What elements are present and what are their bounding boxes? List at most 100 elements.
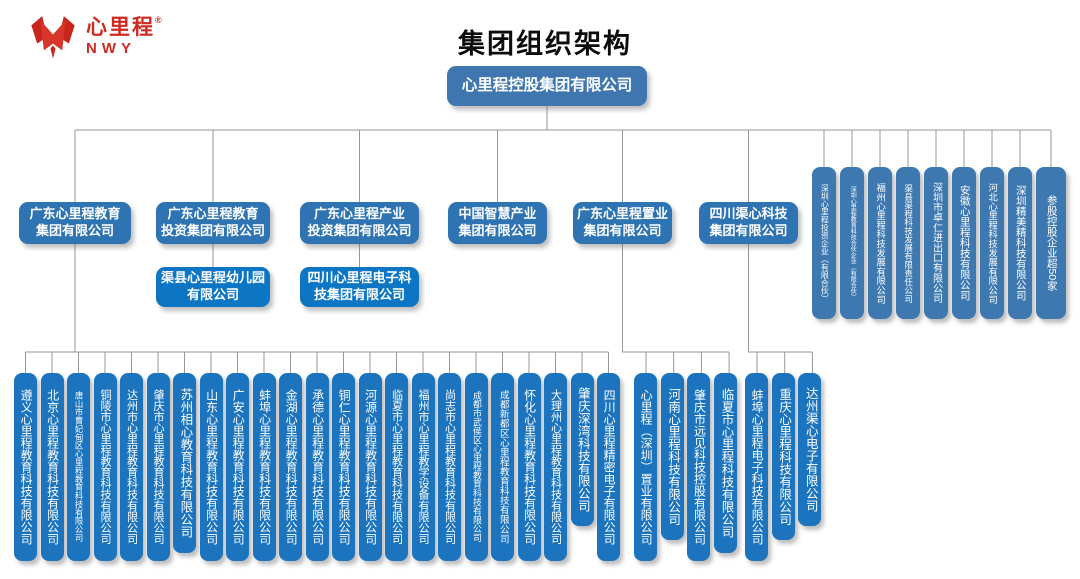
company-label: 怀化心里程教育科技有限公司 — [522, 389, 537, 545]
org-node-education-investment-group: 广东心里程教育 投资集团有限公司 — [156, 202, 270, 244]
company-box: 苏州相心教育科技有限公司 — [173, 373, 196, 553]
company-label: 深圳心里程教育科技合伙企业（有限合伙） — [849, 186, 856, 300]
org-node-label: 心里程控股集团有限公司 — [461, 77, 633, 95]
org-node-label: 渠县心里程幼儿园 有限公司 — [160, 270, 265, 302]
registered-mark: ® — [155, 15, 164, 26]
org-node-education-group: 广东心里程教育 集团有限公司 — [19, 202, 131, 244]
company-box: 临夏市心里程科技有限公司 — [714, 373, 738, 553]
company-label: 临夏市心里程科技有限公司 — [719, 388, 734, 538]
company-box: 渠县渠程科技发展有限责任公司 — [896, 167, 920, 319]
logo-brand: 心里程® — [86, 15, 164, 40]
logo-subbrand: NWY — [86, 39, 136, 57]
company-label: 广安心里程教育科技有限公司 — [231, 389, 246, 545]
org-node-real-estate-group: 广东心里程置业 集团有限公司 — [573, 202, 672, 244]
company-label: 成都新都区心里程教育科技有限公司 — [497, 390, 509, 544]
company-box: 河南心里程科技有限公司 — [660, 373, 684, 540]
company-box: 承德心里程教育科技有限公司 — [305, 373, 329, 561]
company-label: 参股控股企业超50家 — [1045, 195, 1058, 291]
company-box: 肇庆深湾科技有限公司 — [570, 373, 594, 526]
company-label: 遵义心里程教育科技有限公司 — [19, 389, 34, 545]
org-node-label: 广东心里程置业 集团有限公司 — [576, 206, 668, 238]
company-box: 怀化心里程教育科技有限公司 — [517, 373, 541, 561]
company-label: 达州市心里程教育科技有限公司 — [125, 389, 138, 545]
company-label: 金湖心里程教育科技有限公司 — [284, 389, 299, 545]
company-label: 福州市心里程教学设备有限公司 — [417, 389, 430, 545]
org-node-electronic-tech-group: 四川心里程电子科 技集团有限公司 — [300, 267, 419, 307]
holdings-count-box: 参股控股企业超50家 — [1036, 167, 1066, 319]
company-label: 大理州心里程教育科技有限公司 — [549, 389, 562, 545]
company-label: 承德心里程教育科技有限公司 — [310, 389, 325, 545]
company-label: 临夏市心里程教育科技有限公司 — [390, 389, 403, 545]
company-label: 心里程（深圳）置业有限公司 — [639, 389, 654, 545]
company-box: 北京心里程教育科技有限公司 — [40, 373, 64, 561]
company-box: 临夏市心里程教育科技有限公司 — [385, 373, 408, 561]
company-box: 达州渠心电子有限公司 — [798, 373, 822, 526]
page-title: 集团组织架构 — [458, 29, 632, 59]
org-node-label: 广东心里程教育 集团有限公司 — [29, 206, 121, 238]
nwy-logo-mark — [31, 16, 75, 59]
company-label: 深圳心里程投资企业（有限合伙） — [820, 183, 830, 303]
org-node-smart-industry-group: 中国智慧产业 集团有限公司 — [448, 202, 547, 244]
org-node-industry-investment-group: 广东心里程产业 投资集团有限公司 — [300, 202, 419, 244]
company-box: 深圳精美精科技有限公司 — [1008, 167, 1032, 319]
company-box: 达州市心里程教育科技有限公司 — [120, 373, 143, 561]
company-box: 深圳市卓仁进出口有限公司 — [924, 167, 948, 319]
company-label: 渠县渠程科技发展有限责任公司 — [903, 183, 914, 303]
company-box: 遵义心里程教育科技有限公司 — [14, 373, 37, 561]
company-box: 心里程（深圳）置业有限公司 — [634, 373, 657, 561]
company-box: 福州市心里程教学设备有限公司 — [411, 373, 435, 561]
org-node-label: 中国智慧产业 集团有限公司 — [458, 206, 537, 238]
company-label: 成都市武侯区心里程教育科技有限公司 — [471, 391, 482, 543]
company-box: 广安心里程教育科技有限公司 — [226, 373, 249, 561]
org-node-root: 心里程控股集团有限公司 — [447, 66, 647, 106]
logo-text: 心里程® NWY — [86, 16, 164, 57]
company-label: 福州心里程科技发展有限公司 — [875, 182, 886, 304]
company-box: 重庆心里程科技有限公司 — [771, 373, 795, 540]
company-label: 达州渠心电子有限公司 — [803, 387, 818, 512]
company-box: 成都新都区心里程教育科技有限公司 — [491, 373, 514, 561]
company-label: 肇庆深湾科技有限公司 — [575, 387, 590, 512]
company-label: 四川心里程精密电子有限公司 — [602, 389, 617, 545]
org-node-label: 广东心里程教育 投资集团有限公司 — [160, 206, 265, 238]
company-label: 山东心里程教育科技有限公司 — [204, 389, 219, 545]
company-box: 深圳心里程投资企业（有限合伙） — [812, 167, 836, 319]
company-box: 肇庆市心里程教育科技有限公司 — [146, 373, 170, 561]
company-box: 蚌埠心里程教育科技有限公司 — [252, 373, 276, 561]
company-label: 铜仁心里程教育科技有限公司 — [337, 389, 352, 545]
company-box: 山东心里程教育科技有限公司 — [199, 373, 223, 561]
company-label: 唐山市曹妃甸区心里程教育科技有限公司 — [74, 391, 85, 543]
company-label: 尚志市心里程教育科技有限公司 — [443, 389, 456, 545]
company-logo: 心里程® NWY — [28, 12, 164, 62]
company-box: 蚌埠心里程电子科技有限公司 — [745, 373, 768, 561]
company-label: 铜陵市心里程教育科技有限公司 — [99, 389, 112, 545]
company-label: 肇庆市心里程教育科技有限公司 — [152, 389, 165, 545]
org-node-kindergarten: 渠县心里程幼儿园 有限公司 — [156, 267, 270, 307]
company-label: 蚌埠心里程教育科技有限公司 — [257, 389, 272, 545]
company-box: 唐山市曹妃甸区心里程教育科技有限公司 — [67, 373, 90, 561]
company-label: 蚌埠心里程电子科技有限公司 — [750, 389, 765, 545]
company-label: 河源心里程教育科技有限公司 — [363, 389, 378, 545]
company-label: 河南心里程科技有限公司 — [666, 387, 681, 526]
company-label: 北京心里程教育科技有限公司 — [45, 389, 60, 545]
company-label: 肇庆市远见科技控股有限公司 — [692, 389, 707, 545]
company-box: 深圳心里程教育科技合伙企业（有限合伙） — [840, 167, 864, 319]
company-box: 尚志市心里程教育科技有限公司 — [438, 373, 461, 561]
company-box: 大理州心里程教育科技有限公司 — [544, 373, 567, 561]
org-node-quxin-tech-group: 四川渠心科技 集团有限公司 — [699, 202, 798, 244]
company-box: 安徽心里程科技有限公司 — [952, 167, 976, 319]
company-label: 河北心里程科技发展有限公司 — [987, 182, 998, 304]
company-box: 铜陵市心里程教育科技有限公司 — [93, 373, 117, 561]
real-estate-subsidiaries-row: 心里程（深圳）置业有限公司 河南心里程科技有限公司 肇庆市远见科技控股有限公司 … — [634, 373, 738, 561]
company-box: 金湖心里程教育科技有限公司 — [279, 373, 302, 561]
org-node-label: 四川心里程电子科 技集团有限公司 — [307, 270, 412, 302]
quxin-subsidiaries-row: 蚌埠心里程电子科技有限公司 重庆心里程科技有限公司 达州渠心电子有限公司 — [745, 373, 822, 561]
company-box: 河北心里程科技发展有限公司 — [980, 167, 1004, 319]
company-label: 安徽心里程科技有限公司 — [958, 185, 971, 301]
company-box: 铜仁心里程教育科技有限公司 — [332, 373, 355, 561]
company-box: 成都市武侯区心里程教育科技有限公司 — [464, 373, 488, 561]
company-box: 福州心里程科技发展有限公司 — [868, 167, 892, 319]
org-node-label: 广东心里程产业 投资集团有限公司 — [307, 206, 412, 238]
education-subsidiaries-row: 遵义心里程教育科技有限公司 北京心里程教育科技有限公司 唐山市曹妃甸区心里程教育… — [14, 373, 620, 561]
company-label: 重庆心里程科技有限公司 — [777, 387, 792, 526]
company-label: 深圳市卓仁进出口有限公司 — [930, 182, 942, 304]
